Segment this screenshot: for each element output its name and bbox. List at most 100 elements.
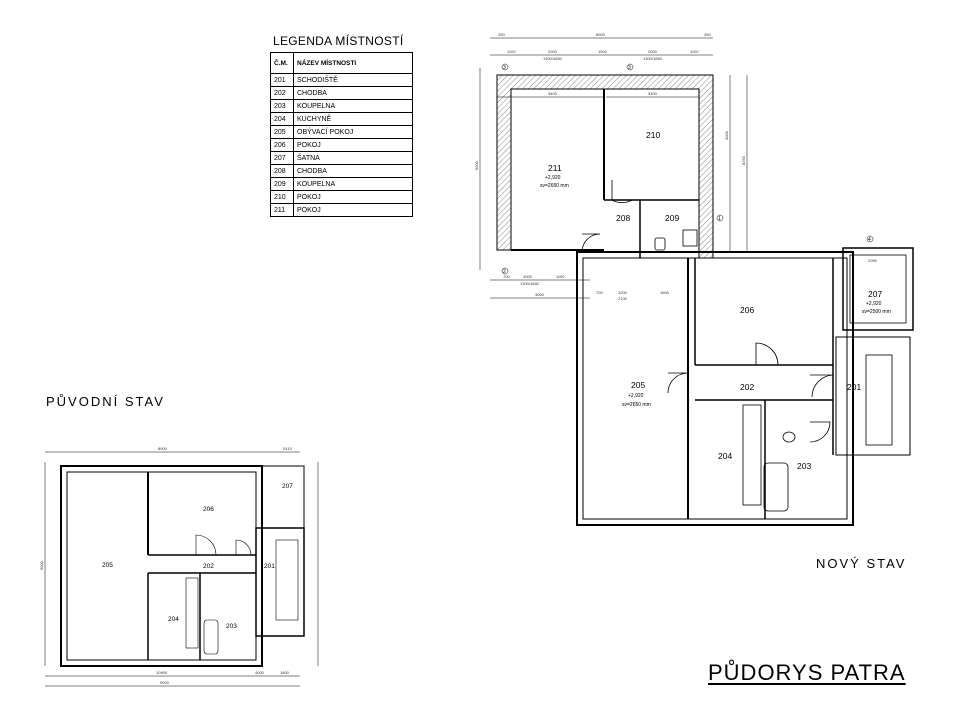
kitchen-counter [742,404,762,506]
bottom-dims: 700 1000 1150 1300/1650 3000 700 1000 16… [503,258,878,301]
staircase-201 [835,336,911,456]
svg-text:3400: 3400 [548,91,558,96]
old-dimension-lines [44,451,319,687]
svg-text:3400: 3400 [648,91,658,96]
svg-text:1: 1 [718,216,721,222]
svg-text:2410: 2410 [283,446,293,451]
svg-text:+2,920: +2,920 [628,393,644,399]
old-dims: 8900 2410 10900 4000 1600 9000 6000 [39,446,293,685]
room-207-label: 207 [868,289,882,299]
old-walls [60,465,305,667]
svg-text:sv=2650 mm: sv=2650 mm [622,402,651,408]
shower-icon [682,229,698,247]
svg-text:3000: 3000 [535,292,545,297]
room-208-label: 208 [616,213,630,223]
svg-text:9000: 9000 [160,680,170,685]
svg-text:1150: 1150 [556,274,565,279]
old-room-204-label: 204 [168,616,179,623]
old-fixtures [185,534,299,655]
main-title: PŮDORYS PATRA [708,660,906,685]
room-labels-old: 205 206 202 201 204 203 207 [102,483,293,630]
svg-text:6000: 6000 [39,560,44,570]
dimension-lines [479,37,748,299]
old-kitchen-counter [185,577,199,649]
svg-text:700: 700 [503,274,510,279]
svg-text:2: 2 [503,269,506,275]
grid-markers: 3 3 2 4 1 [501,63,874,275]
svg-text:1100: 1100 [690,49,699,54]
toilet-icon [654,237,666,251]
old-room-205-label: 205 [102,562,113,569]
side-dims: 6000 4000 8250 [474,130,746,170]
svg-text:1300/1650: 1300/1650 [643,56,663,61]
legend-title: LEGENDA MÍSTNOSTÍ [273,34,404,48]
svg-text:1100: 1100 [507,49,516,54]
old-room-206-label: 206 [203,506,214,513]
room-210-label: 210 [646,130,660,140]
svg-text:10900: 10900 [156,670,168,675]
room-201-label: 201 [847,382,861,392]
room-206-label: 206 [740,305,754,315]
room-207-box [842,247,914,331]
svg-text:2050: 2050 [868,258,878,263]
svg-text:8250: 8250 [741,155,746,165]
legend-header-row: Č.M. NÁZEV MÍSTNOSTI [270,52,413,74]
svg-text:3: 3 [503,65,506,71]
svg-text:2000: 2000 [548,49,558,54]
old-room-203-label: 203 [226,623,237,630]
old-staircase [275,539,299,621]
sink-icon [782,431,796,443]
svg-text:sv=2650 mm: sv=2650 mm [540,183,569,189]
svg-text:1300/1650: 1300/1650 [543,56,563,61]
legend-room-name: POKOJ [293,203,413,217]
room-labels-new: 211 +2,920 sv=2650 mm 210 208 209 205 +2… [540,130,891,471]
old-room-201-label: 201 [264,563,275,570]
svg-text:2100: 2100 [618,296,628,301]
old-bathtub-icon [203,619,219,655]
svg-text:250: 250 [498,32,505,37]
svg-text:+2,920: +2,920 [866,301,882,307]
bathtub-icon [763,462,789,512]
svg-text:6000: 6000 [474,160,479,170]
room-211-label: 211 [548,163,562,173]
svg-text:1500: 1500 [598,49,608,54]
svg-text:3: 3 [628,65,631,71]
svg-text:1000: 1000 [523,274,533,279]
room-205-label: 205 [631,380,645,390]
old-door-swing [195,534,217,556]
svg-text:4000: 4000 [724,130,729,140]
room-203-label: 203 [797,461,811,471]
svg-text:1300/1650: 1300/1650 [520,281,540,286]
svg-text:8900: 8900 [596,32,606,37]
upper-extension-walls [496,74,714,259]
svg-text:700: 700 [596,290,603,295]
main-house-walls [576,251,854,526]
svg-text:1600: 1600 [660,290,670,295]
old-room-207-label: 207 [282,483,293,490]
room-202-label: 202 [740,382,754,392]
svg-text:1000: 1000 [618,290,628,295]
room-204-label: 204 [718,451,732,461]
svg-text:sv=2500 mm: sv=2500 mm [862,309,891,315]
top-dims: 8900 250 250 1100 2000 1500 2000 1100 13… [498,32,711,96]
original-state-label: PŮVODNÍ STAV [46,394,165,409]
svg-text:+2,920: +2,920 [545,175,561,181]
room-209-label: 209 [665,213,679,223]
fixtures [654,229,796,512]
svg-text:8900: 8900 [158,446,168,451]
svg-text:2000: 2000 [648,49,658,54]
old-room-202-label: 202 [203,563,214,570]
door-swings [581,180,834,443]
new-state-label: NOVÝ STAV [816,556,907,571]
svg-text:1600: 1600 [280,670,290,675]
svg-text:250: 250 [704,32,711,37]
svg-text:4: 4 [868,237,871,243]
svg-text:4000: 4000 [255,670,265,675]
